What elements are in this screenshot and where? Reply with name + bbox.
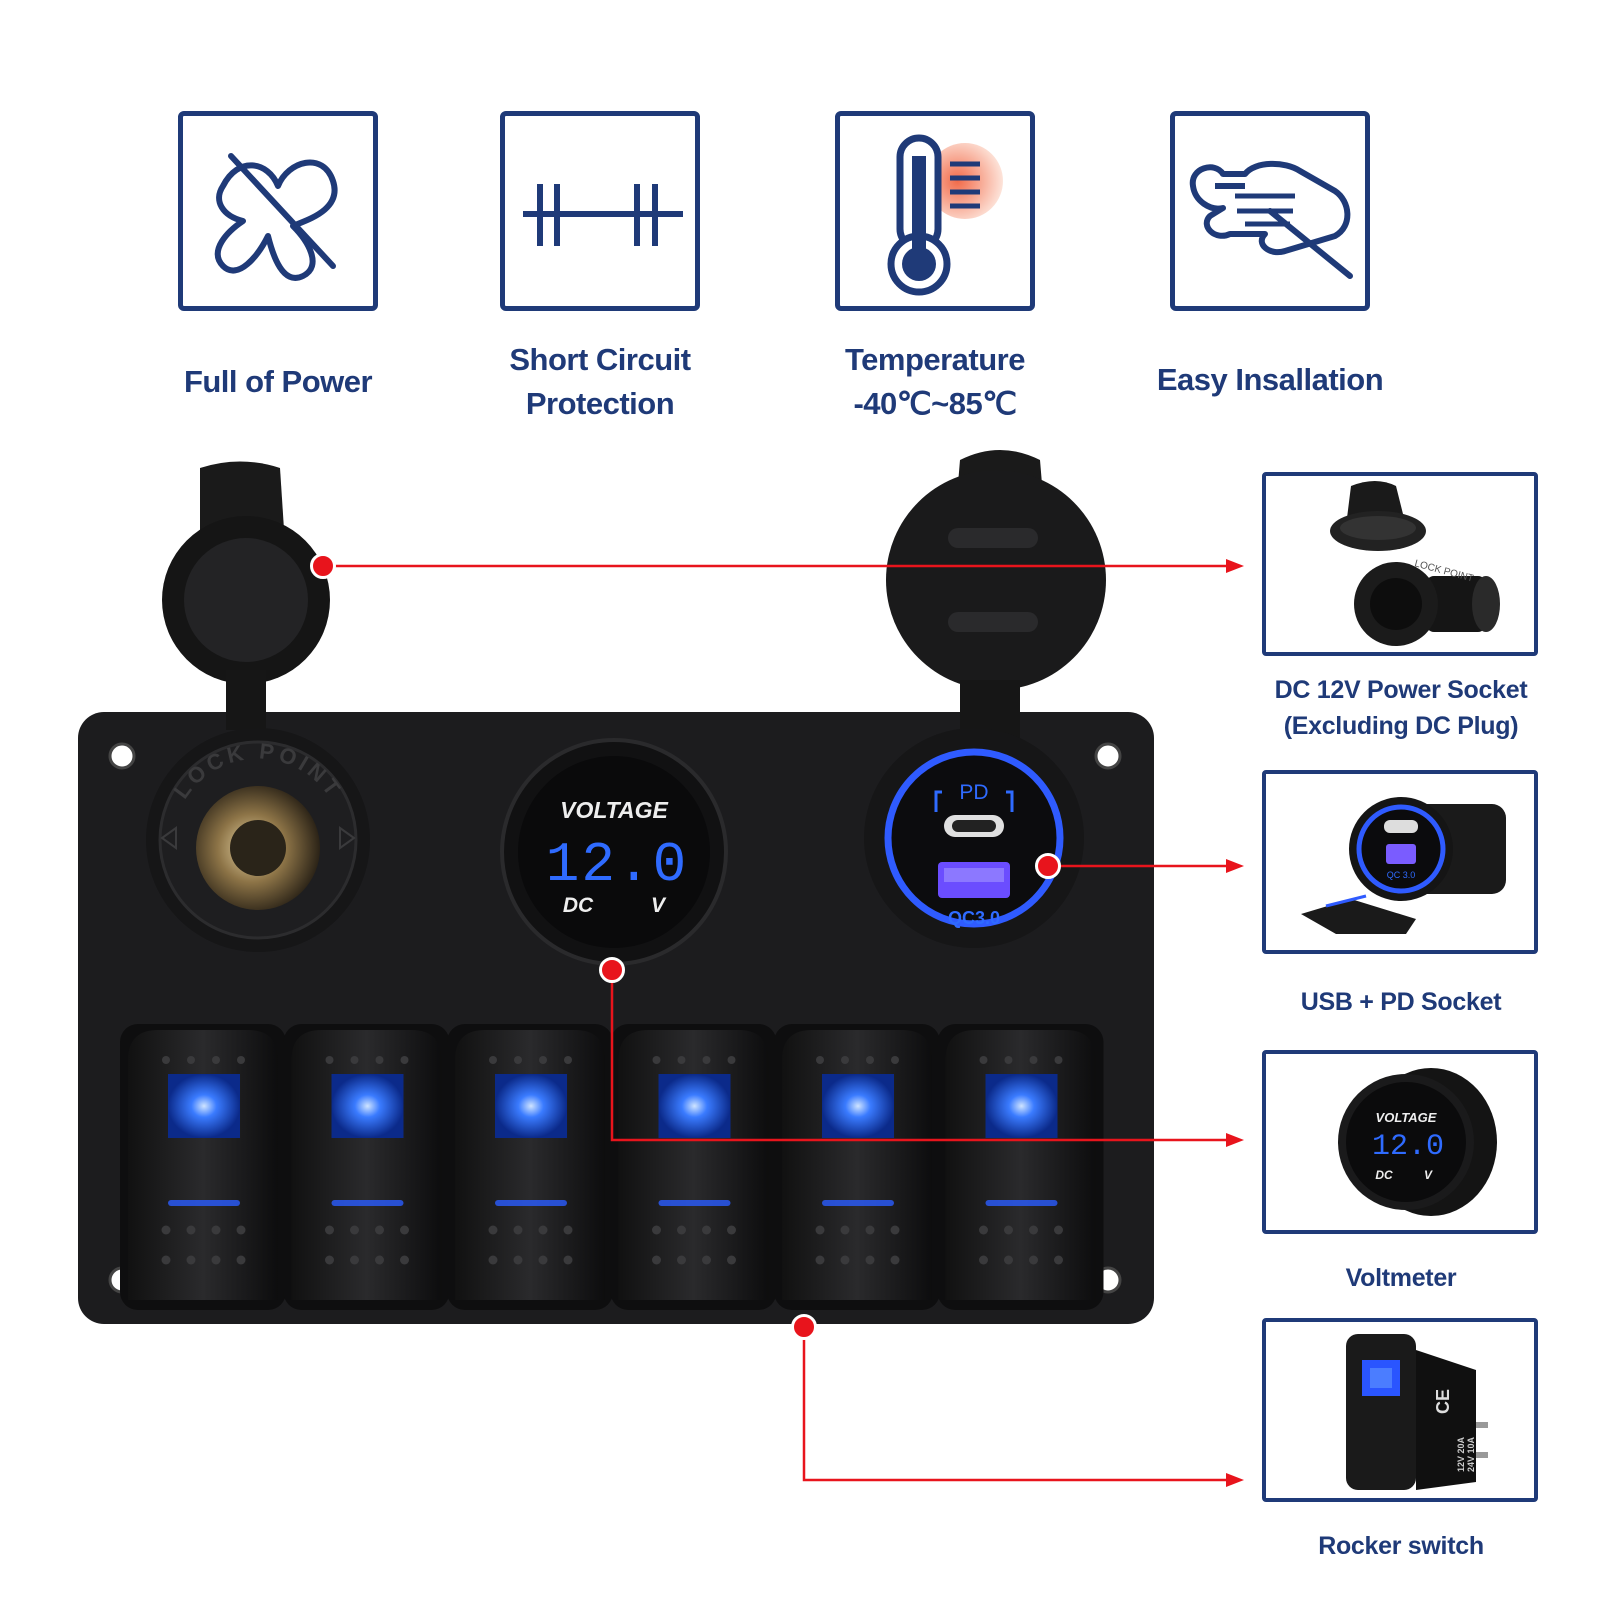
callout-lines (320, 559, 1244, 1487)
feature-box-temperature (835, 111, 1035, 311)
mounting-hole (1094, 742, 1122, 770)
power-socket-icon: LOCK POINT (1330, 481, 1500, 646)
switch-led-window (168, 1074, 240, 1138)
callout-dot-rocker-switch (791, 1314, 817, 1340)
component-voltmeter-reading: 12.0 (1372, 1130, 1444, 1164)
switch-led-window (985, 1074, 1058, 1138)
callout-dot-voltmeter (599, 957, 625, 983)
cigarette-socket: LOCK POINT (146, 728, 370, 952)
fuse-circuit-icon (523, 184, 683, 246)
rocker-switch[interactable] (283, 1024, 450, 1310)
qc-label: QC3.0 (948, 908, 1000, 928)
voltmeter-title: VOLTAGE (560, 797, 668, 823)
component-label-voltmeter: Voltmeter (1345, 1264, 1457, 1292)
switch-led-window (331, 1074, 404, 1138)
feature-label-installation: Easy Insallation (1156, 362, 1384, 397)
rocker-switch[interactable] (447, 1024, 613, 1310)
component-switch-rating-2: 24V 10A (1466, 1436, 1476, 1472)
rocker-switch[interactable] (774, 1024, 940, 1310)
component-label-usb-socket: USB + PD Socket (1300, 988, 1502, 1016)
switch-led-window (822, 1074, 894, 1138)
feature-box-short-circuit (500, 111, 700, 311)
voltmeter-reading: 12.0 (546, 833, 688, 897)
feature-label-power: Full of Power (183, 364, 373, 399)
cigarette-socket-cap (162, 461, 330, 730)
rocker-switch-row (120, 1024, 1104, 1310)
usb-pd-socket-icon: QC 3.0 (1301, 797, 1506, 934)
usb-pd-socket: PD QC3.0 (864, 728, 1084, 948)
pd-label: PD (959, 781, 988, 804)
callout-dot-usb-socket (1035, 853, 1061, 879)
voltmeter-unit-dc: DC (563, 894, 594, 917)
rocker-switch[interactable] (610, 1024, 777, 1310)
component-voltmeter-v: V (1424, 1168, 1433, 1182)
voltmeter-display: VOLTAGE 12.0 DC V (500, 738, 728, 966)
feature-box-installation (1170, 111, 1370, 311)
voltmeter-icon: VOLTAGE 12.0 DC V (1338, 1068, 1497, 1216)
switch-led-window (658, 1074, 731, 1138)
component-label-rocker-switch: Rocker switch (1318, 1532, 1484, 1560)
component-box-rocker-switch: CE 12V 20A 24V 10A (1262, 1318, 1538, 1502)
component-switch-ce-mark: CE (1433, 1389, 1453, 1414)
usb-socket-cap (886, 450, 1106, 740)
wrench-hand-icon (1189, 160, 1353, 279)
component-label-power-socket: DC 12V Power Socket (Excluding DC Plug) (1274, 676, 1528, 740)
component-box-power-socket: LOCK POINT (1262, 472, 1538, 656)
callout-dot-power-socket (310, 553, 336, 579)
switch-led-window (495, 1074, 567, 1138)
feature-label-short-circuit: Short Circuit Protection (509, 342, 691, 421)
rocker-switch[interactable] (120, 1024, 286, 1310)
component-box-usb-socket: QC 3.0 (1262, 770, 1538, 954)
component-voltmeter-title: VOLTAGE (1376, 1110, 1437, 1125)
voltmeter-unit-v: V (651, 894, 667, 917)
component-switch-rating-1: 12V 20A (1456, 1436, 1466, 1472)
component-box-voltmeter: VOLTAGE 12.0 DC V (1262, 1050, 1538, 1234)
rocker-switch-icon: CE 12V 20A 24V 10A (1346, 1334, 1488, 1490)
rocker-switch[interactable] (937, 1024, 1104, 1310)
feature-label-temperature: Temperature -40℃~85℃ (845, 342, 1026, 421)
thermometer-icon (887, 134, 1003, 296)
mounting-hole (108, 742, 136, 770)
component-usb-badge: QC 3.0 (1387, 870, 1416, 880)
crossed-wires-icon (214, 153, 338, 281)
component-voltmeter-dc: DC (1375, 1168, 1393, 1182)
feature-box-power (178, 111, 378, 311)
